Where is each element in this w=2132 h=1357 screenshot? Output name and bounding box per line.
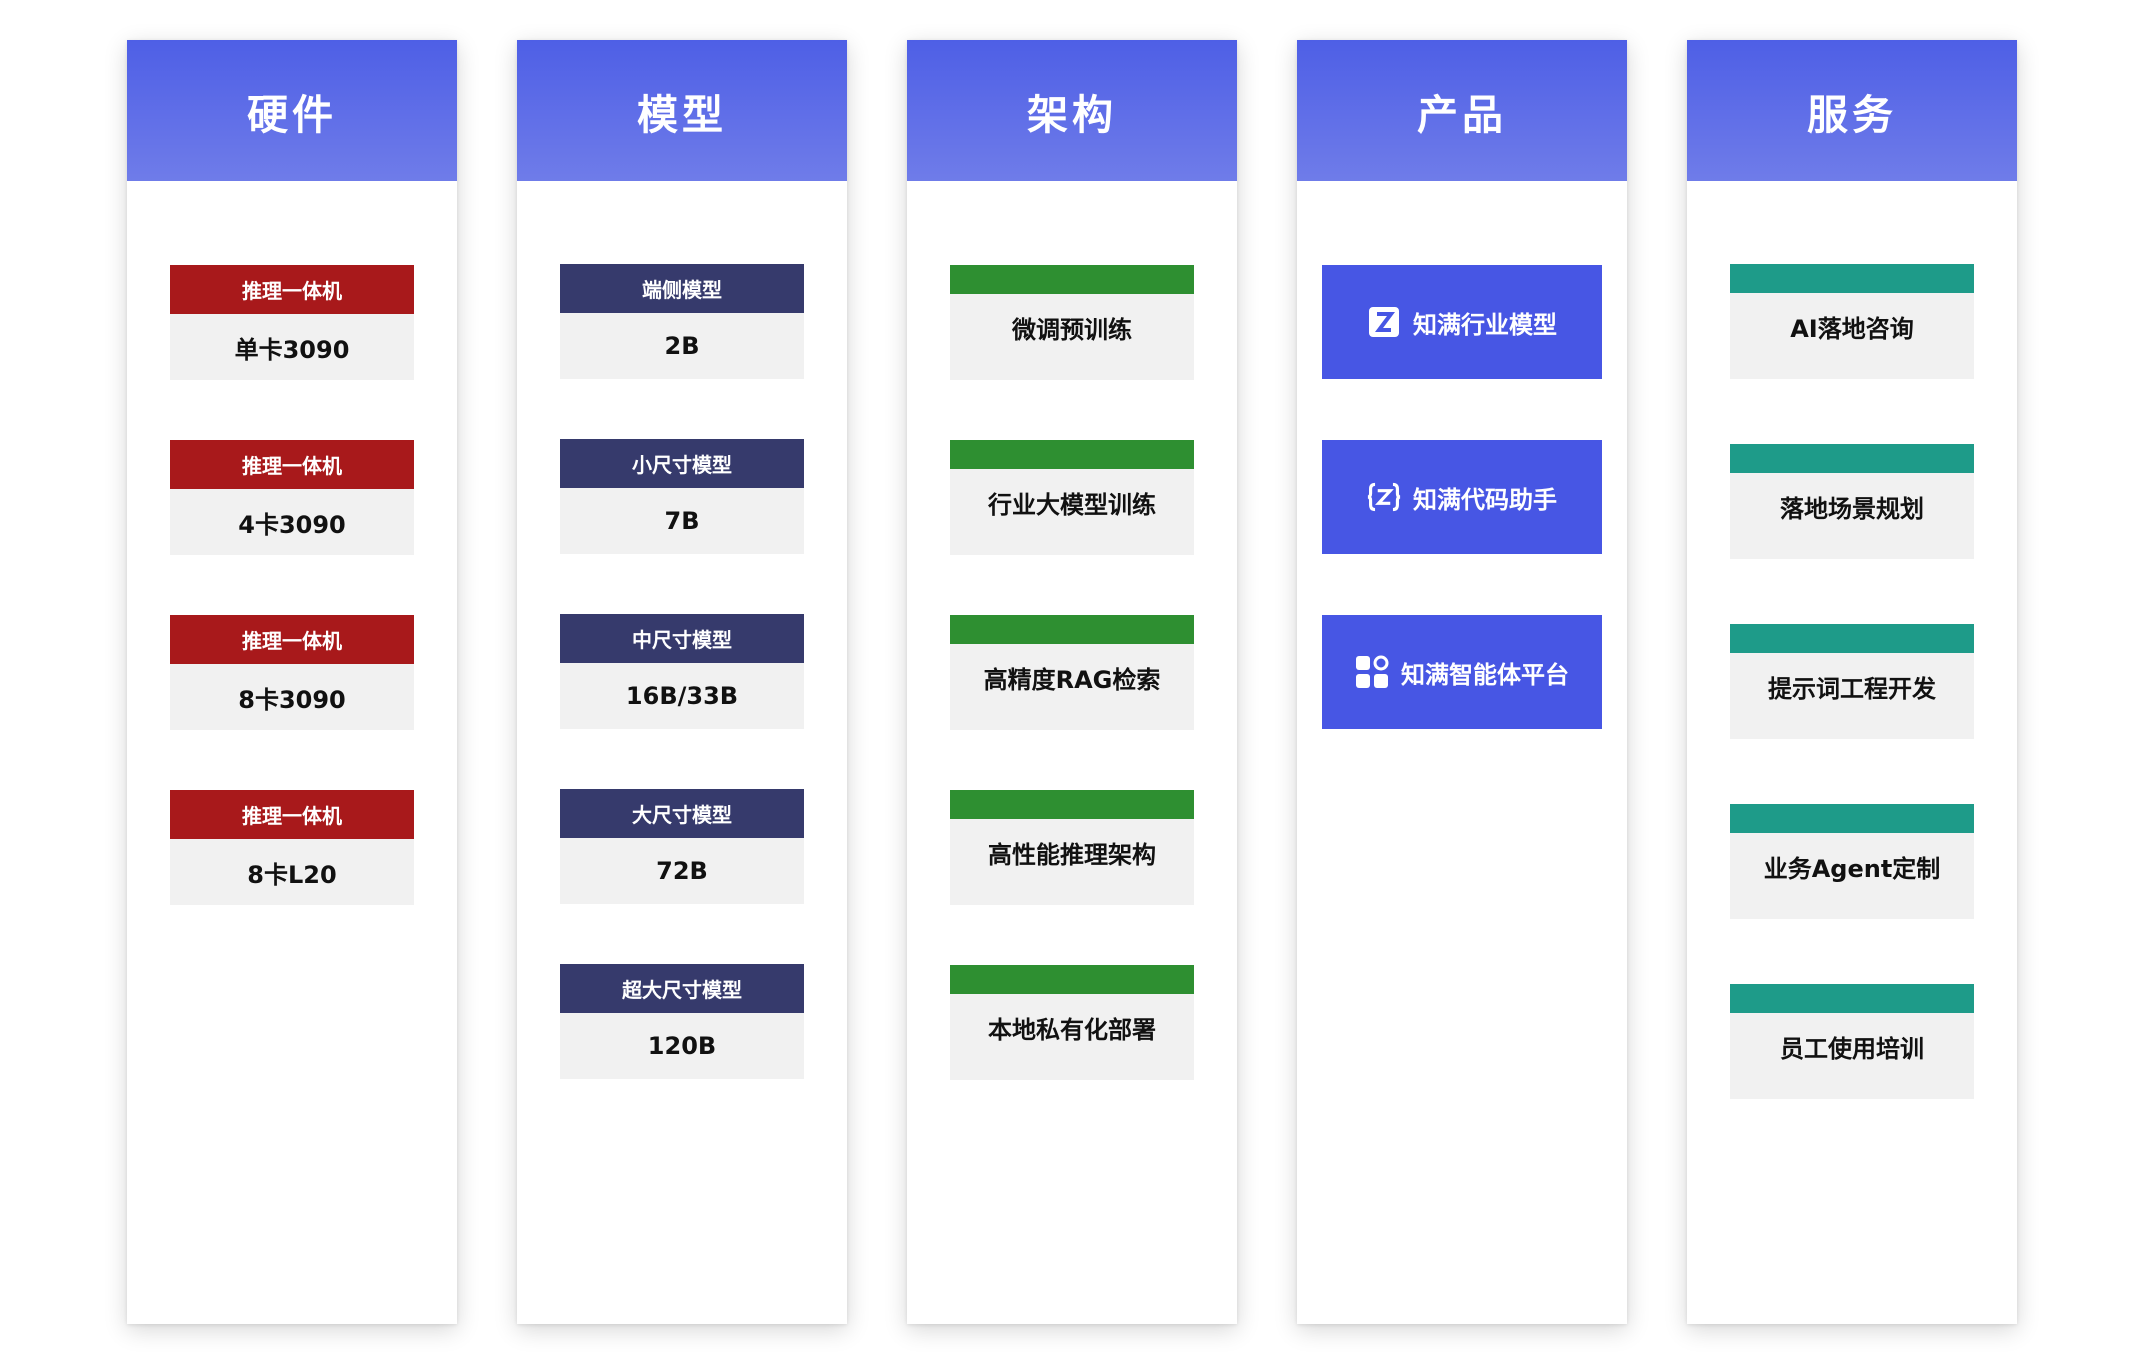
product-tile: 知满代码助手 xyxy=(1322,440,1602,554)
card-accent-bar xyxy=(1730,264,1974,293)
service-card: 业务Agent定制 xyxy=(1730,804,1974,919)
card-accent-bar xyxy=(950,790,1194,819)
card-label: 端侧模型 xyxy=(560,264,804,313)
model-card: 超大尺寸模型 120B xyxy=(560,964,804,1079)
card-label: 推理一体机 xyxy=(170,615,414,664)
service-card: AI落地咨询 xyxy=(1730,264,1974,379)
card-value: 8卡L20 xyxy=(247,860,337,889)
product-name: 知满代码助手 xyxy=(1413,485,1557,514)
card-value: 4卡3090 xyxy=(238,510,346,539)
model-card: 大尺寸模型 72B xyxy=(560,789,804,904)
card-accent-bar xyxy=(950,615,1194,644)
model-card: 端侧模型 2B xyxy=(560,264,804,379)
card-accent-bar xyxy=(950,265,1194,294)
hardware-card: 推理一体机 8卡3090 xyxy=(170,615,414,730)
card-value: 16B/33B xyxy=(625,682,739,710)
column-architecture: 架构 微调预训练 行业大模型训练 高精度RAG检索 高性能推理架构 本地私有化部… xyxy=(907,40,1237,1324)
card-value: 行业大模型训练 xyxy=(988,491,1156,519)
card-value: 高性能推理架构 xyxy=(988,841,1156,869)
apps-grid-icon xyxy=(1355,655,1389,689)
architecture-card: 行业大模型训练 xyxy=(950,440,1194,555)
card-value: AI落地咨询 xyxy=(1790,315,1914,343)
card-value: 单卡3090 xyxy=(234,335,350,364)
column-title: 服务 xyxy=(1687,40,2017,181)
card-label: 中尺寸模型 xyxy=(560,614,804,663)
architecture-card: 本地私有化部署 xyxy=(950,965,1194,1080)
card-label: 超大尺寸模型 xyxy=(560,964,804,1013)
card-label: 推理一体机 xyxy=(170,440,414,489)
column-service: 服务 AI落地咨询 落地场景规划 提示词工程开发 业务Agent定制 员工使用培… xyxy=(1687,40,2017,1324)
card-accent-bar xyxy=(1730,444,1974,473)
service-card: 落地场景规划 xyxy=(1730,444,1974,559)
hardware-card: 推理一体机 8卡L20 xyxy=(170,790,414,905)
card-accent-bar xyxy=(950,440,1194,469)
architecture-card: 微调预训练 xyxy=(950,265,1194,380)
card-value: 8卡3090 xyxy=(238,685,346,714)
card-value: 落地场景规划 xyxy=(1780,495,1924,523)
card-value: 本地私有化部署 xyxy=(988,1016,1156,1044)
model-card: 中尺寸模型 16B/33B xyxy=(560,614,804,729)
column-title: 模型 xyxy=(517,40,847,181)
product-tile: 知满行业模型 xyxy=(1322,265,1602,379)
card-value: 微调预训练 xyxy=(1012,316,1132,344)
product-name: 知满智能体平台 xyxy=(1401,660,1569,689)
card-label: 推理一体机 xyxy=(170,790,414,839)
card-value: 业务Agent定制 xyxy=(1763,855,1941,883)
z-logo-icon xyxy=(1367,305,1401,339)
column-product: 产品 知满行业模型 知满代码助手 xyxy=(1297,40,1627,1324)
service-card: 员工使用培训 xyxy=(1730,984,1974,1099)
card-accent-bar xyxy=(950,965,1194,994)
column-title: 产品 xyxy=(1297,40,1627,181)
architecture-card: 高性能推理架构 xyxy=(950,790,1194,905)
card-label: 小尺寸模型 xyxy=(560,439,804,488)
card-value: 员工使用培训 xyxy=(1780,1035,1924,1063)
card-accent-bar xyxy=(1730,804,1974,833)
hardware-card: 推理一体机 单卡3090 xyxy=(170,265,414,380)
code-braces-icon xyxy=(1367,480,1401,514)
architecture-card: 高精度RAG检索 xyxy=(950,615,1194,730)
column-title: 架构 xyxy=(907,40,1237,181)
product-tile: 知满智能体平台 xyxy=(1322,615,1602,729)
card-value: 7B xyxy=(664,507,700,535)
card-value: 高精度RAG检索 xyxy=(983,666,1161,694)
card-accent-bar xyxy=(1730,624,1974,653)
card-label: 大尺寸模型 xyxy=(560,789,804,838)
card-label: 推理一体机 xyxy=(170,265,414,314)
card-value: 提示词工程开发 xyxy=(1768,675,1936,703)
column-title: 硬件 xyxy=(127,40,457,181)
card-value: 120B xyxy=(647,1032,717,1060)
product-name: 知满行业模型 xyxy=(1413,310,1557,339)
model-card: 小尺寸模型 7B xyxy=(560,439,804,554)
service-card: 提示词工程开发 xyxy=(1730,624,1974,739)
card-accent-bar xyxy=(1730,984,1974,1013)
column-model: 模型 端侧模型 2B 小尺寸模型 7B 中尺寸模型 16B/33B 大尺寸模型 … xyxy=(517,40,847,1324)
card-value: 72B xyxy=(656,857,708,885)
column-hardware: 硬件 推理一体机 单卡3090 推理一体机 4卡3090 推理一体机 8卡309… xyxy=(127,40,457,1324)
hardware-card: 推理一体机 4卡3090 xyxy=(170,440,414,555)
card-value: 2B xyxy=(664,332,700,360)
